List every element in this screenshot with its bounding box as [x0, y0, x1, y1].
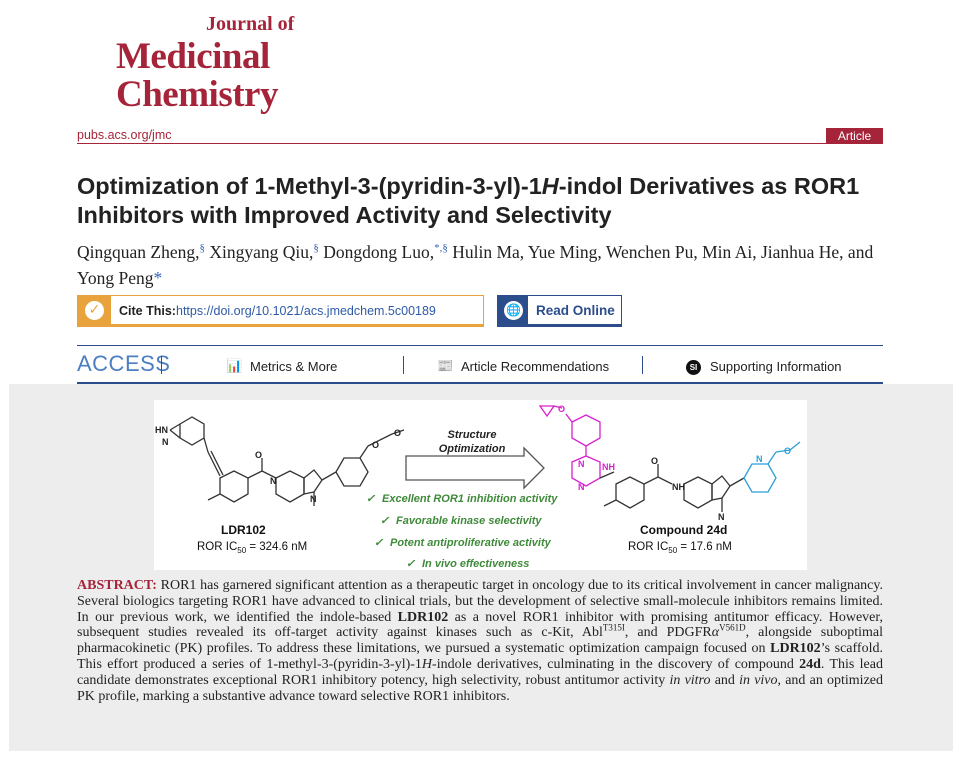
optimization-arrow: [405, 446, 545, 490]
atom-label: N: [718, 512, 725, 522]
cite-this-label: Cite This:: [119, 304, 176, 318]
atom-label: N: [578, 482, 585, 492]
arrow-label-1: Structure: [448, 429, 497, 441]
metrics-more-link[interactable]: Metrics & More: [250, 359, 338, 374]
supporting-info-icon: SI: [686, 360, 701, 375]
atom-label: O: [394, 428, 401, 438]
benefit-check: ✓: [366, 493, 376, 505]
author-names-rest[interactable]: Hulin Ma, Yue Ming, Wenchen Pu, Min Ai, …: [77, 241, 874, 288]
abstract-text: ABSTRACT: ROR1 has garnered significant …: [77, 578, 884, 704]
arrow-label-2: Optimization: [439, 443, 506, 455]
cite-this-box: ✓ Cite This: https://doi.org/10.1021/acs…: [77, 295, 484, 327]
supporting-information-link[interactable]: Supporting Information: [710, 359, 842, 374]
ldr102-atom-labels: HN N O N N O O: [155, 425, 401, 504]
journal-site-link[interactable]: pubs.acs.org/jmc: [77, 128, 172, 142]
atom-label: HN: [155, 425, 168, 435]
atom-label: O: [651, 456, 658, 466]
newspaper-icon: 📰: [437, 359, 454, 374]
atom-label: N: [310, 494, 317, 504]
article-recommendations-link[interactable]: Article Recommendations: [461, 359, 610, 374]
benefit-list: ✓ Excellent ROR1 inhibition activity ✓ F…: [366, 493, 558, 570]
compound-24d-ic50: ROR IC50 = 17.6 nM: [628, 541, 732, 555]
access-bar-bottom-rule: [77, 382, 883, 384]
nav-divider: [403, 356, 404, 374]
compound-24d-core: [599, 464, 745, 512]
bar-chart-icon: 📊: [226, 359, 243, 374]
read-online-button[interactable]: 🌐 Read Online: [497, 295, 622, 327]
author-list: Qingquan Zheng,§ Xingyang Qiu,§ Dongdong…: [77, 241, 874, 288]
header-divider: [77, 143, 883, 144]
abstract-label: ABSTRACT:: [77, 578, 157, 593]
benefit-check: ✓: [380, 515, 390, 527]
compound-24d-magenta-fragment: [538, 405, 601, 487]
atom-label: N: [162, 437, 169, 447]
ldr102-ic50: ROR IC50 = 324.6 nM: [197, 541, 307, 555]
journal-logo-line3: Chemistry: [116, 74, 278, 115]
atom-label: NH: [672, 482, 685, 492]
atom-label: O: [255, 450, 262, 460]
compound-24d-atom-labels: O N N NH O NH N N O: [558, 404, 791, 522]
access-label: ACCESS: [77, 351, 171, 376]
read-online-label: Read Online: [536, 303, 615, 318]
atom-label: N: [578, 459, 585, 469]
benefit-check: ✓: [406, 558, 416, 570]
atom-label: O: [372, 440, 379, 450]
cite-icon-background: ✓: [78, 296, 111, 325]
article-type-badge: Article: [826, 128, 883, 144]
check-icon: ✓: [85, 301, 104, 320]
globe-icon: 🌐: [504, 301, 523, 320]
read-online-icon-background: 🌐: [498, 296, 528, 325]
compound-24d-cyan-fragment: [743, 441, 801, 493]
journal-logo-line1: Journal of: [206, 13, 295, 35]
atom-label: N: [270, 476, 277, 486]
ldr102-name: LDR102: [221, 523, 266, 537]
author-name[interactable]: Qingquan Zheng,: [77, 241, 200, 262]
nav-divider: [642, 356, 643, 374]
atom-label: NH: [602, 462, 615, 472]
graphical-abstract: HN N O N N O O LDR102 ROR IC50 = 324.6 n…: [154, 400, 807, 570]
access-bar-top-rule: [77, 345, 883, 346]
article-title: Optimization of 1-Methyl-3-(pyridin-3-yl…: [77, 173, 860, 228]
access-divider: [161, 356, 162, 374]
doi-link[interactable]: https://doi.org/10.1021/acs.jmedchem.5c0…: [176, 304, 436, 318]
benefit-item: Favorable kinase selectivity: [396, 515, 542, 527]
benefit-check: ✓: [374, 537, 384, 549]
atom-label: O: [558, 404, 565, 414]
atom-label: O: [784, 446, 791, 456]
journal-logo-line2: Medicinal: [116, 36, 270, 77]
atom-label: N: [756, 454, 763, 464]
compound-24d-name: Compound 24d: [640, 523, 727, 537]
benefit-item: Excellent ROR1 inhibition activity: [382, 493, 558, 505]
ldr102-structure: [169, 416, 405, 506]
benefit-item: In vivo effectiveness: [422, 558, 529, 570]
author-name[interactable]: Dongdong Luo,: [318, 241, 435, 262]
graphical-abstract-svg: HN N O N N O O LDR102 ROR IC50 = 324.6 n…: [155, 404, 801, 570]
benefit-item: Potent antiproliferative activity: [390, 537, 552, 549]
author-name[interactable]: Xingyang Qiu,: [204, 241, 314, 262]
